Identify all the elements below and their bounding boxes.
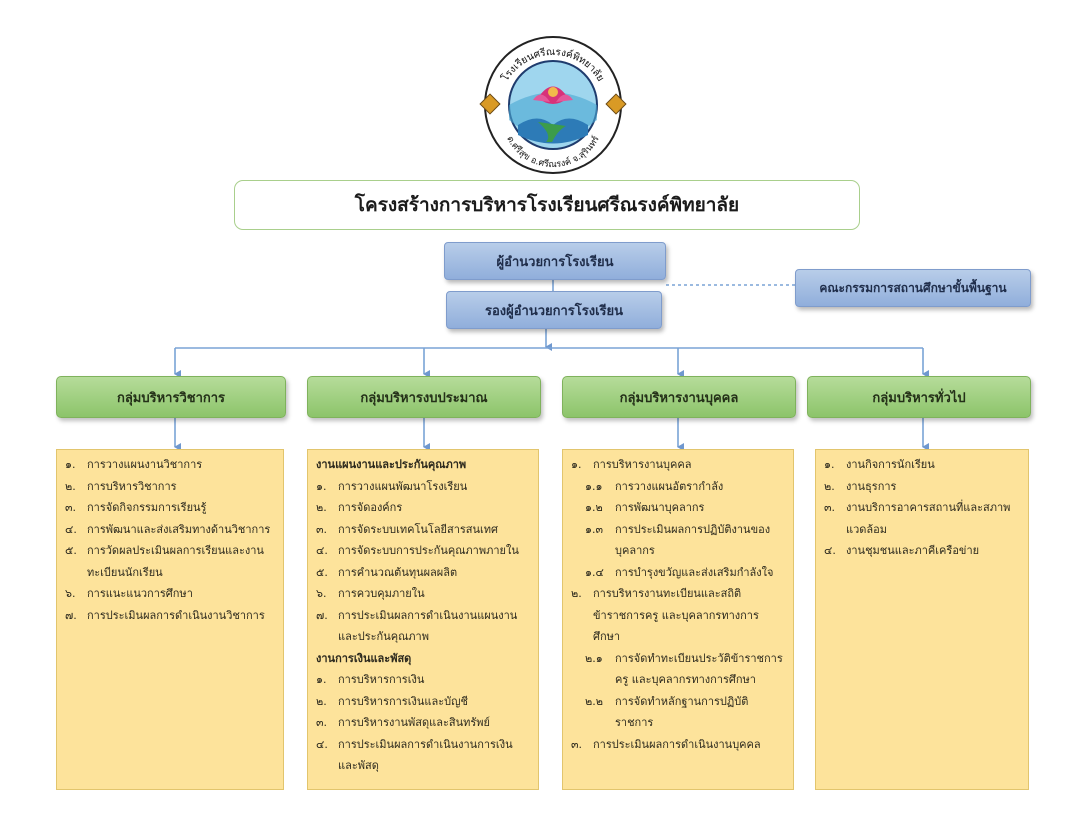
list-item: ๓.การจัดระบบเทคโนโลยีสารสนเทศ xyxy=(316,522,499,536)
list-item: ๑.งานกิจการนักเรียน xyxy=(824,458,935,471)
list-item: ๑.การบริหารงานบุคคล xyxy=(571,458,692,471)
sub-list-item: ๑.๑การวางแผนอัตรากำลัง xyxy=(585,479,724,493)
list-item: ๖.การควบคุมภายใน xyxy=(316,587,425,600)
list-item: ๔.งานชุมชนและภาคีเครือข่าย xyxy=(824,544,980,557)
list-item: ๒.งานธุรการ xyxy=(824,479,897,493)
deputy-director-box: รองผู้อำนวยการโรงเรียน xyxy=(446,291,662,329)
panel-personnel: ๑.การบริหารงานบุคคล ๑.๑การวางแผนอัตรากำล… xyxy=(562,449,794,790)
list-item: ๔.การจัดระบบการประกันคุณภาพภายใน xyxy=(316,544,519,557)
school-logo: โรงเรียนศรีณรงค์พิทยาลัย ต.ศรีสุข อ.ศรีณ… xyxy=(479,36,627,174)
list-item: ๗.การประเมินผลการดำเนินงานแผนงานและประกั… xyxy=(316,608,518,644)
section-heading: งานการเงินและพัสดุ xyxy=(316,651,412,665)
panel-academic: ๑.การวางแผนงานวิชาการ ๒.การบริหารวิชาการ… xyxy=(56,449,284,790)
sub-list-item: ๑.๔การบำรุงขวัญและส่งเสริมกำลังใจ xyxy=(585,565,774,579)
committee-box: คณะกรรมการสถานศึกษาขั้นพื้นฐาน xyxy=(795,269,1031,307)
panel-general: ๑.งานกิจการนักเรียน ๒.งานธุรการ ๓.งานบริ… xyxy=(815,449,1029,790)
list-item: ๓.การประเมินผลการดำเนินงานบุคคล xyxy=(571,737,761,751)
list-item: ๒.การบริหารวิชาการ xyxy=(65,479,177,493)
page-title: โครงสร้างการบริหารโรงเรียนศรีณรงค์พิทยาล… xyxy=(234,180,860,230)
list-item: ๖.การแนะแนวการศึกษา xyxy=(65,587,193,600)
list-item: ๒.การจัดองค์กร xyxy=(316,501,403,514)
list-item: ๓.การจัดกิจกรรมการเรียนรู้ xyxy=(65,501,207,514)
list-item: ๒.การบริหารการเงินและบัญชี xyxy=(316,694,468,708)
list-item: ๒.การบริหารงานทะเบียนและสถิติข้าราชการคร… xyxy=(571,587,759,643)
panel-budget: งานแผนงานและประกันคุณภาพ ๑.การวางแผนพัฒน… xyxy=(307,449,539,790)
group-header-budget: กลุ่มบริหารงบประมาณ xyxy=(307,376,541,418)
list-item: ๑.การวางแผนงานวิชาการ xyxy=(65,458,203,471)
list-item: ๓.งานบริการอาคารสถานที่และสภาพแวดล้อม xyxy=(824,501,1011,536)
section-heading: งานแผนงานและประกันคุณภาพ xyxy=(316,458,467,471)
list-item: ๔.การพัฒนาและส่งเสริมทางด้านวิชาการ xyxy=(65,522,271,536)
sub-list-item: ๑.๓การประเมินผลการปฏิบัติงานของบุคลากร xyxy=(585,522,771,558)
list-item: ๗.การประเมินผลการดำเนินงานวิชาการ xyxy=(65,608,265,622)
group-header-general: กลุ่มบริหารทั่วไป xyxy=(807,376,1031,418)
director-box: ผู้อำนวยการโรงเรียน xyxy=(444,242,666,280)
sub-list-item: ๑.๒การพัฒนาบุคลากร xyxy=(585,501,705,514)
sub-list-item: ๒.๑การจัดทำทะเบียนประวัติข้าราชการครู แล… xyxy=(585,651,783,687)
list-item: ๑.การบริหารการเงิน xyxy=(316,673,425,686)
list-item: ๔.การประเมินผลการดำเนินงานการเงินและพัสด… xyxy=(316,737,513,773)
list-item: ๕.การวัดผลประเมินผลการเรียนและงานทะเบียน… xyxy=(65,544,264,579)
group-header-academic: กลุ่มบริหารวิชาการ xyxy=(56,376,286,418)
list-item: ๑.การวางแผนพัฒนาโรงเรียน xyxy=(316,479,468,493)
group-header-personnel: กลุ่มบริหารงานบุคคล xyxy=(562,376,796,418)
list-item: ๓.การบริหารงานพัสดุและสินทรัพย์ xyxy=(316,716,490,729)
list-item: ๕.การคำนวณต้นทุนผลผลิต xyxy=(316,565,458,579)
sub-list-item: ๒.๒การจัดทำหลักฐานการปฏิบัติราชการ xyxy=(585,694,749,730)
